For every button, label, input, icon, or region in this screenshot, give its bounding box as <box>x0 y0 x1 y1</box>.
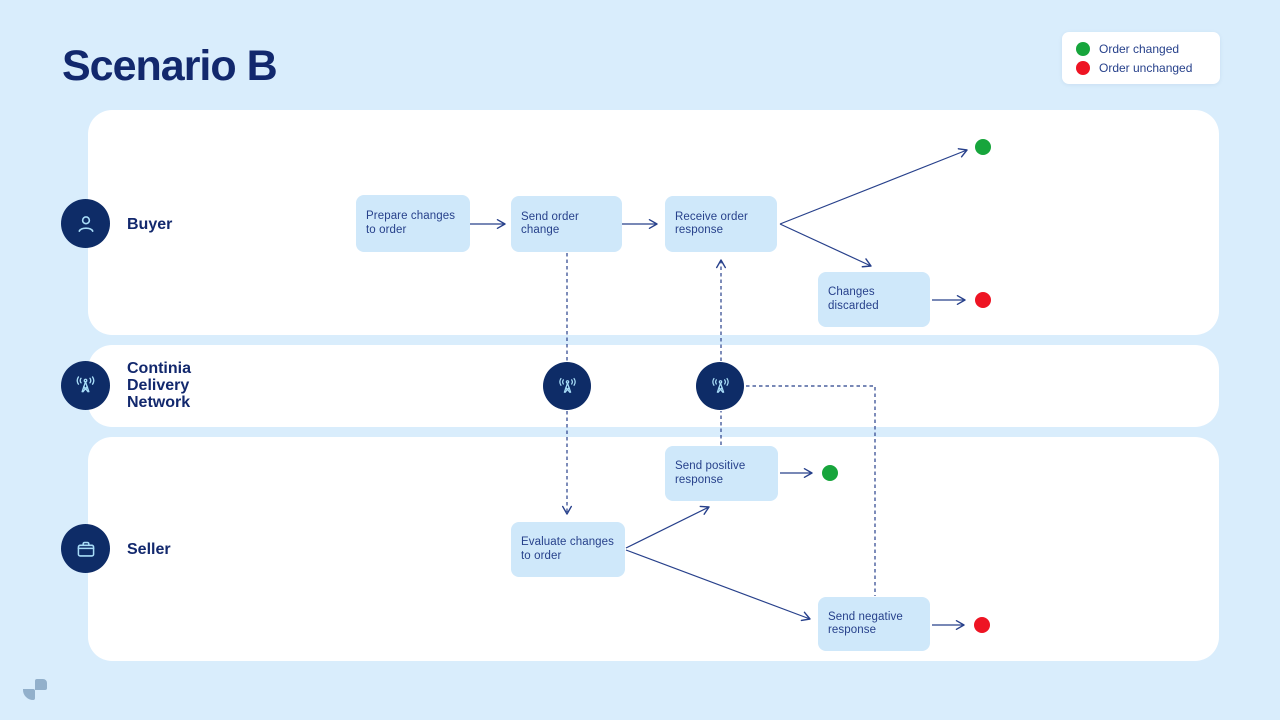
person-icon <box>77 215 94 232</box>
node-send-order-change: Send order change <box>511 196 622 252</box>
briefcase-icon <box>77 541 94 557</box>
node-send-positive: Send positive response <box>665 446 778 501</box>
network-hub-2 <box>696 362 744 410</box>
node-label: Changes discarded <box>828 286 879 312</box>
continia-logo-icon <box>23 679 47 701</box>
network-hub-1 <box>543 362 591 410</box>
legend-item-order-changed: Order changed <box>1076 41 1220 56</box>
antenna-icon <box>711 377 729 393</box>
node-label: Send order change <box>521 210 579 237</box>
node-send-negative: Send negative response <box>818 597 930 651</box>
antenna-icon <box>558 377 576 393</box>
node-label: Send positive response <box>675 460 746 486</box>
lane-label-network: Continia Delivery Network <box>127 360 191 411</box>
logo-shape <box>23 689 35 700</box>
lane-label-seller: Seller <box>127 541 171 558</box>
outcome-dot-order-changed <box>975 139 991 155</box>
red-dot-icon <box>1076 60 1090 75</box>
buyer-avatar <box>61 199 110 248</box>
node-label: Receive order response <box>675 210 748 237</box>
seller-avatar <box>61 524 110 573</box>
node-evaluate-changes: Evaluate changes to order <box>511 522 625 577</box>
legend-label: Order changed <box>1099 41 1180 56</box>
lane-network <box>88 345 1219 427</box>
node-changes-discarded: Changes discarded <box>818 272 930 327</box>
outcome-dot-order-changed <box>822 465 838 481</box>
outcome-dot-order-unchanged <box>974 617 990 633</box>
network-avatar <box>61 361 110 410</box>
green-dot-icon <box>1076 41 1090 56</box>
outcome-dot-order-unchanged <box>975 292 991 308</box>
node-label: Prepare changes to order <box>366 210 456 236</box>
node-receive-response: Receive order response <box>665 196 777 252</box>
node-label: Send negative response <box>828 610 903 637</box>
legend-item-order-unchanged: Order unchanged <box>1076 60 1220 75</box>
legend: Order changed Order unchanged <box>1062 32 1220 84</box>
lane-buyer <box>88 110 1219 335</box>
antenna-icon <box>76 376 95 393</box>
page-title: Scenario B <box>62 42 278 90</box>
node-prepare-changes: Prepare changes to order <box>356 195 470 252</box>
lane-label-buyer: Buyer <box>127 216 173 233</box>
lane-seller <box>88 437 1219 661</box>
node-label: Evaluate changes to order <box>521 536 615 562</box>
logo-shape <box>35 679 47 690</box>
legend-label: Order unchanged <box>1099 60 1193 75</box>
